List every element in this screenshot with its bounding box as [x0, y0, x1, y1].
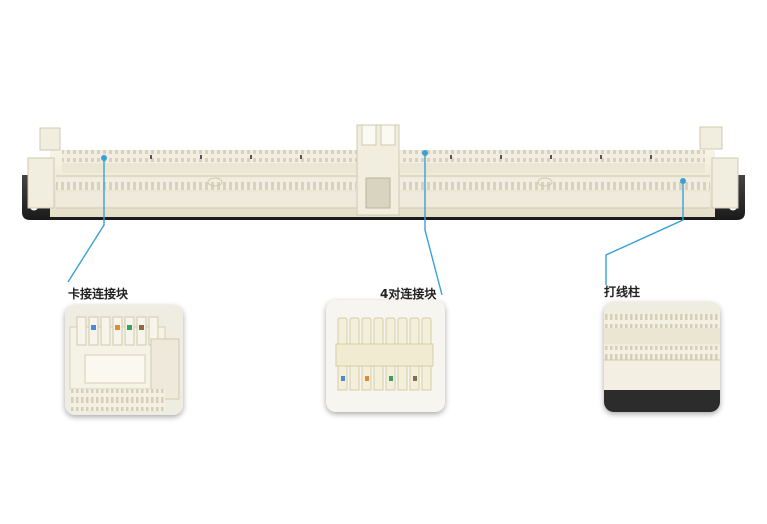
callout-label-connecting-block: 卡接连接块 [68, 287, 129, 301]
punch-down-post-photo [604, 302, 720, 412]
callout-label-four-pair-block: 4对连接块 [380, 287, 437, 301]
leader-lines [67, 153, 684, 296]
callout-label-punch-down-post: 打线柱 [604, 285, 641, 299]
connecting-block-photo [65, 305, 183, 415]
four-pair-block-photo [326, 300, 445, 412]
patch-panel-image [22, 124, 745, 220]
leader-dots [101, 150, 686, 184]
